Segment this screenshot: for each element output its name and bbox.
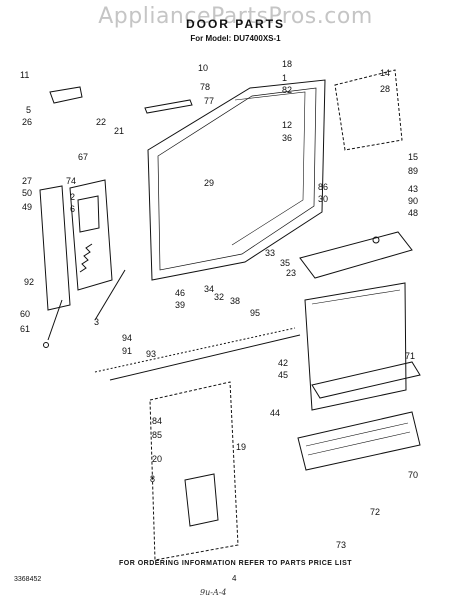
model-label: For Model: DU7400XS-1 <box>190 34 281 43</box>
callout-10: 10 <box>198 63 208 73</box>
callout-20: 20 <box>152 454 162 464</box>
callout-18: 18 <box>282 59 292 69</box>
dispenser-assembly-box <box>149 381 239 561</box>
callout-93: 93 <box>146 349 156 359</box>
handle-part <box>49 86 83 104</box>
callout-38: 38 <box>230 296 240 306</box>
callout-78: 78 <box>200 82 210 92</box>
document-number: 3368452 <box>14 576 42 583</box>
callout-6: 6 <box>70 204 75 214</box>
hinge-bracket-box <box>334 69 403 151</box>
callout-27: 27 <box>22 176 32 186</box>
callout-8: 8 <box>150 474 155 484</box>
callout-73: 73 <box>336 540 346 550</box>
callout-19: 19 <box>236 442 246 452</box>
callout-77: 77 <box>204 96 214 106</box>
callout-60: 60 <box>20 309 30 319</box>
callout-95: 95 <box>250 308 260 318</box>
callout-15: 15 <box>408 152 418 162</box>
callout-70: 70 <box>408 470 418 480</box>
bottom-kick-panel <box>297 411 421 471</box>
callout-34: 34 <box>204 284 214 294</box>
callout-42: 42 <box>278 358 288 368</box>
callout-1: 1 <box>282 73 287 83</box>
callout-46: 46 <box>175 288 185 298</box>
callout-74: 74 <box>66 176 76 186</box>
callout-36: 36 <box>282 133 292 143</box>
callout-5: 5 <box>26 105 31 115</box>
callout-39: 39 <box>175 300 185 310</box>
callout-33: 33 <box>265 248 275 258</box>
callout-91: 91 <box>122 346 132 356</box>
callout-82: 82 <box>282 85 292 95</box>
callout-35: 35 <box>280 258 290 268</box>
callout-85: 85 <box>152 430 162 440</box>
callout-72: 72 <box>370 507 380 517</box>
callout-11: 11 <box>20 70 29 80</box>
callout-21: 21 <box>114 126 124 136</box>
callout-30: 30 <box>318 194 328 204</box>
watermark-text: AppliancePartsPros.com <box>98 4 373 29</box>
callout-23: 23 <box>286 268 296 278</box>
callout-28: 28 <box>380 84 390 94</box>
rear-trim-panel <box>299 231 413 279</box>
callout-67: 67 <box>78 152 88 162</box>
page-title: DOOR PARTS <box>185 17 286 31</box>
callout-94: 94 <box>122 333 132 343</box>
callout-89: 89 <box>408 166 418 176</box>
callout-3: 3 <box>94 317 99 327</box>
callout-29: 29 <box>204 178 214 188</box>
callout-12: 12 <box>282 120 292 130</box>
callout-50: 50 <box>22 188 32 198</box>
callout-2: 2 <box>70 192 75 202</box>
callout-61: 61 <box>20 324 30 334</box>
callout-14: 14 <box>380 68 390 78</box>
handwritten-signature: 9u-A-4 <box>200 588 227 597</box>
outer-door-panel <box>304 282 407 411</box>
callout-22: 22 <box>96 117 106 127</box>
callout-32: 32 <box>214 292 224 302</box>
callout-43: 43 <box>408 184 418 194</box>
callout-26: 26 <box>22 117 32 127</box>
inner-door-panel <box>147 79 326 281</box>
ordering-instruction: FOR ORDERING INFORMATION REFER TO PARTS … <box>118 560 353 567</box>
page-number: 4 <box>232 574 237 583</box>
callout-48: 48 <box>408 208 418 218</box>
callout-49: 49 <box>22 202 32 212</box>
callout-90: 90 <box>408 196 418 206</box>
callout-92: 92 <box>24 277 34 287</box>
callout-86: 86 <box>318 182 328 192</box>
callout-84: 84 <box>152 416 162 426</box>
callout-44: 44 <box>270 408 280 418</box>
callout-71: 71 <box>405 351 415 361</box>
callout-45: 45 <box>278 370 288 380</box>
